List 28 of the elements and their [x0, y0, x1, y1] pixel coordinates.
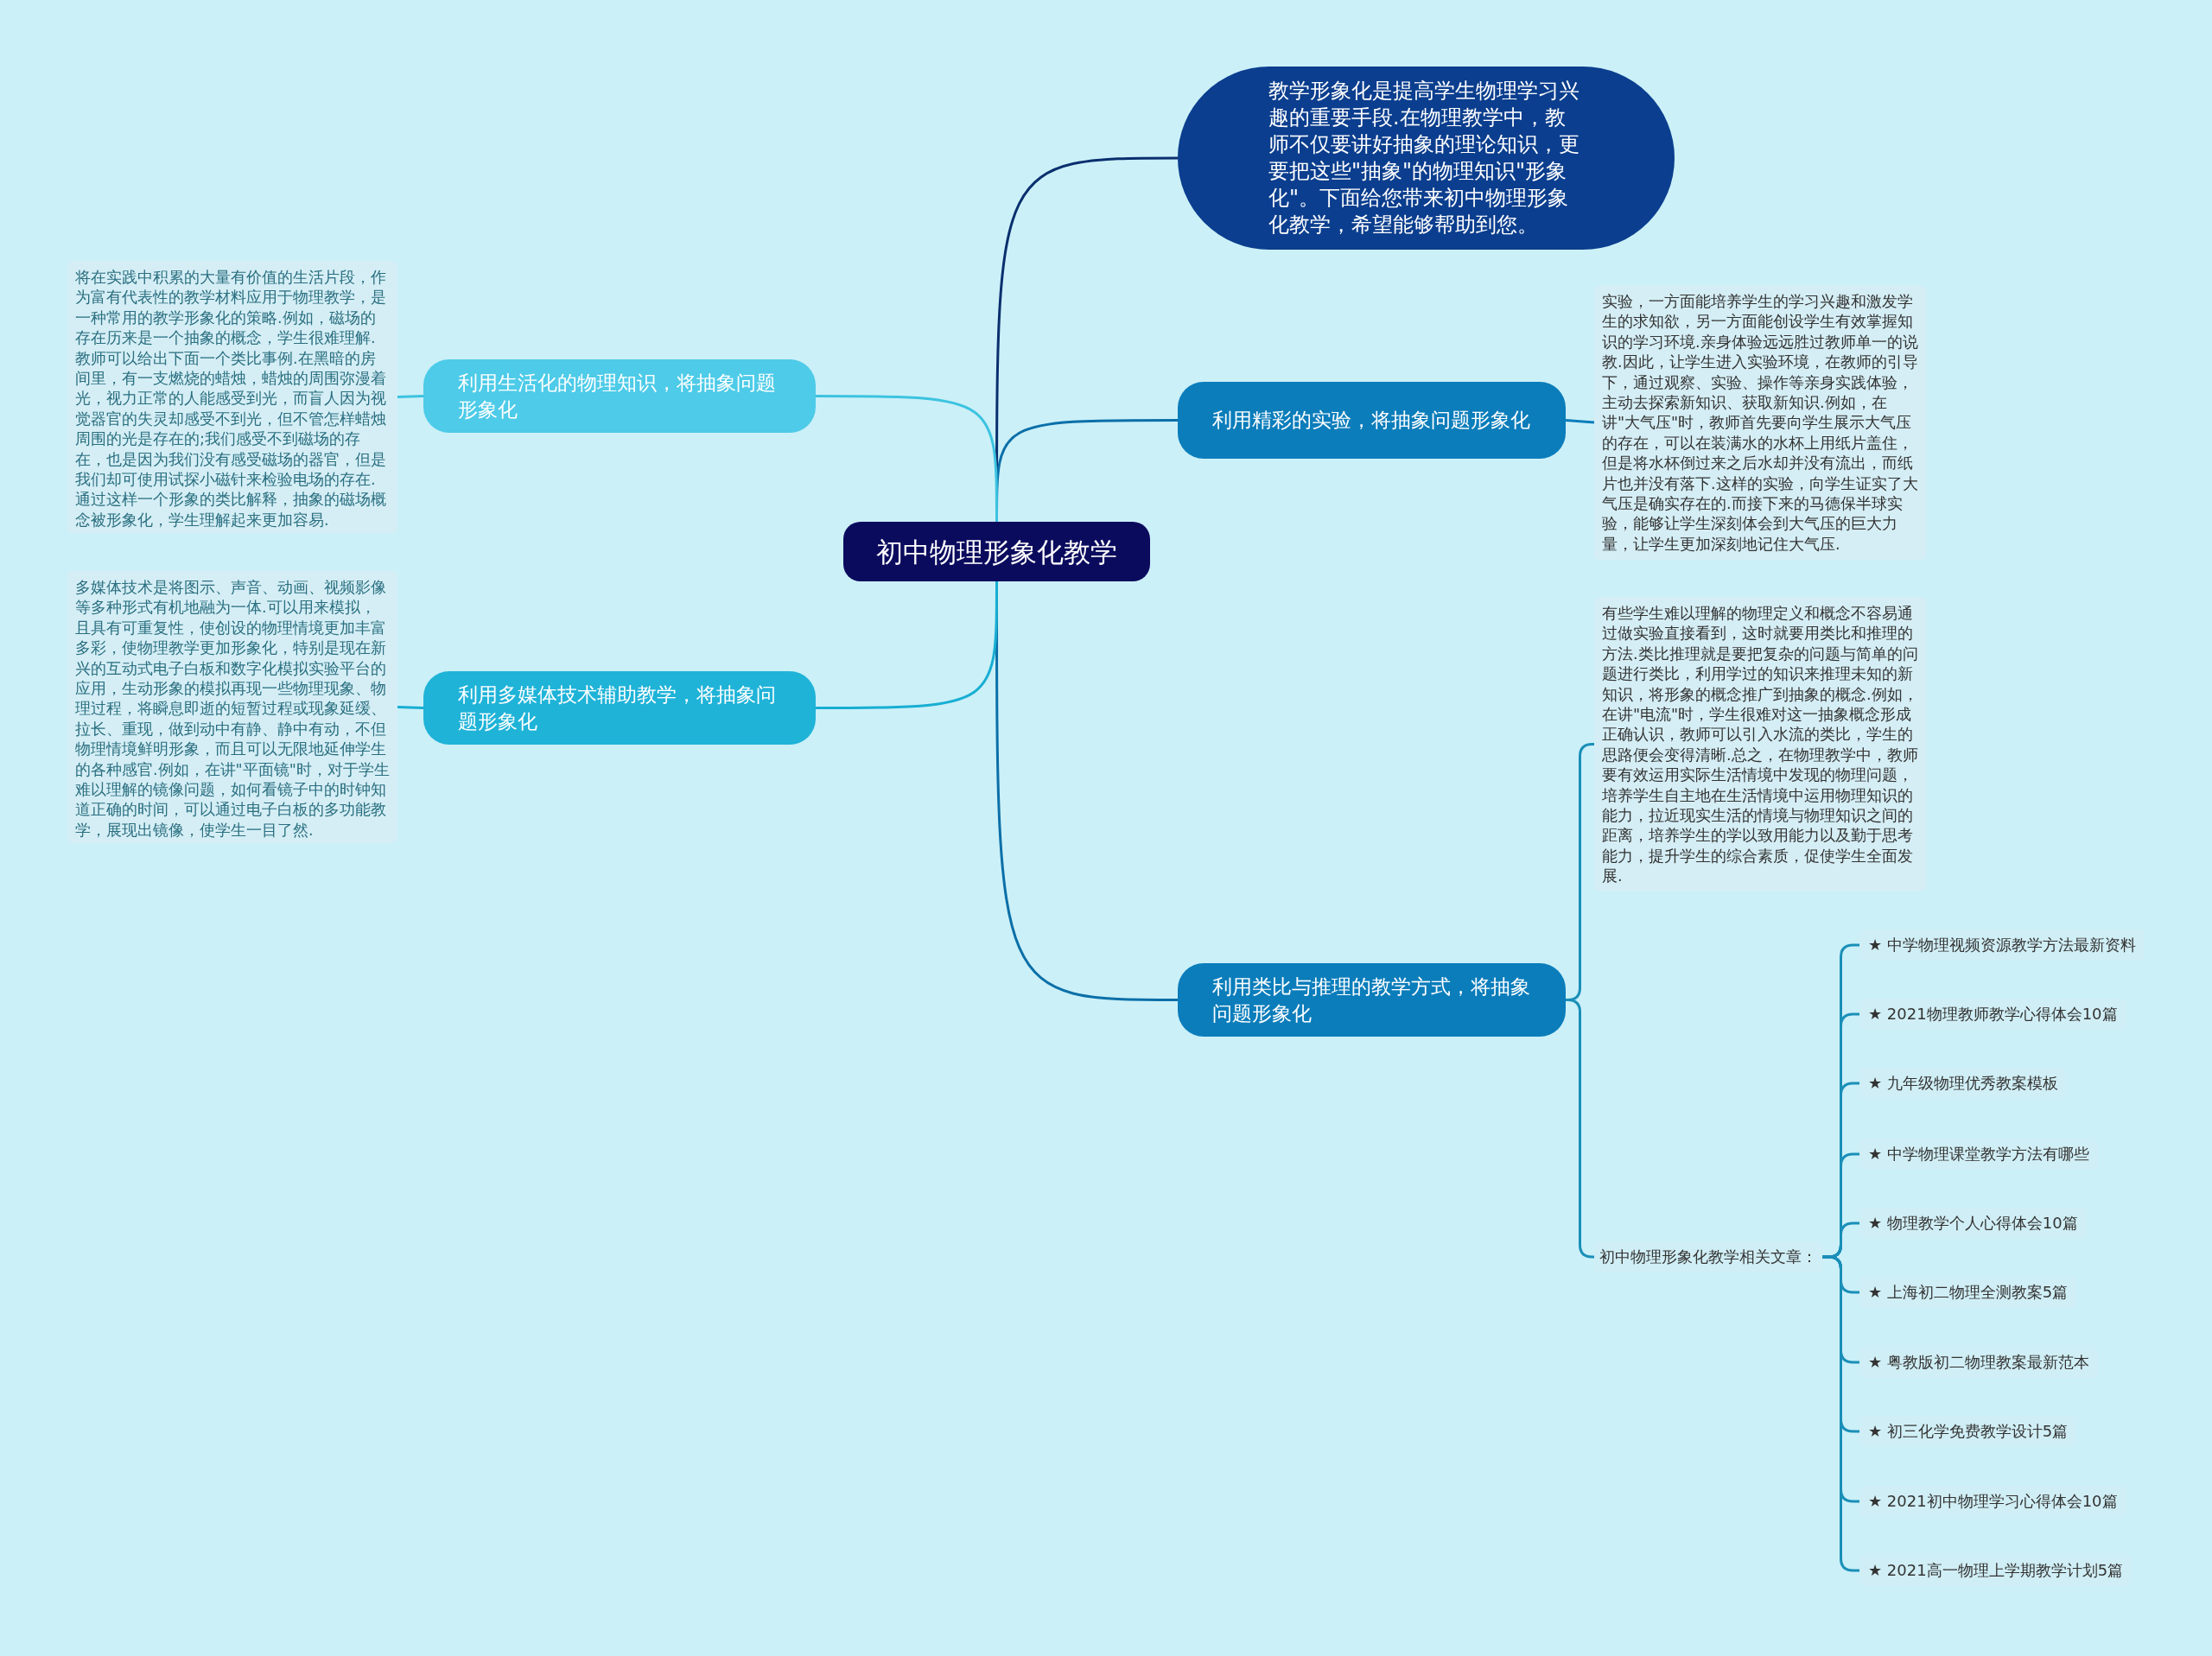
list-item: ★ 2021初中物理学习心得体会10篇: [1859, 1486, 2126, 1517]
list-item: ★ 粤教版初二物理教案最新范本: [1859, 1347, 2098, 1378]
list-item: ★ 上海初二物理全测教案5篇: [1859, 1277, 2077, 1308]
list-item: ★ 九年级物理优秀教案模板: [1859, 1068, 2067, 1099]
list-item: ★ 中学物理课堂教学方法有哪些: [1859, 1139, 2098, 1170]
intro-bubble: 教学形象化是提高学生物理学习兴趣的重要手段.在物理教学中，教师不仅要讲好抽象的理论知识，更要把这些"抽象"的物理知识"形象化"。下面给您带来初中物理形象化教学，希望能够帮助到您。: [1178, 67, 1675, 250]
connector: [816, 581, 998, 709]
connector: [397, 706, 424, 709]
branch-topic: 利用生活化的物理知识，将抽象问题形象化: [423, 359, 816, 433]
list-heading: 初中物理形象化教学相关文章：: [1594, 1241, 1822, 1272]
list-item: ★ 初三化学免费教学设计5篇: [1859, 1416, 2077, 1447]
list-item: ★ 2021物理教师教学心得体会10篇: [1859, 999, 2126, 1030]
note-card: 有些学生难以理解的物理定义和概念不容易通过做实验直接看到，这时就要用类比和推理的方法.类比推理就是要把复杂的问题与简单的问题进行类比，利用学过的知识来推理未知的新知识，将形象的概念推广到抽象的概念.例如，在讲"电流"时，学生很难对这一抽象概念形成正确认识，教师可以引入水流的类比，学生的思路便会变得清晰.总之，在物理教学中，教师要有效运用实际生活情境中发现的物理问题，培养学生自主地在生活情境中运用物理知识的能力，拉近现实生活的情境与物理知识之间的距离，培养学生的学以致用能力以及勤于思考能力，提升学生的综合素质，促使学生全面发展.: [1594, 597, 1926, 891]
connector: [1566, 999, 1594, 1259]
note-card: 将在实践中积累的大量有价值的生活片段，作为富有代表性的教学材料应用于物理教学，是一种常用的教学形象化的策略.例如，磁场的存在历来是一个抽象的概念，学生很难理解.教师可以给出下面一个类比事例.在黑暗的房间里，有一支燃烧的蜡烛，蜡烛的周围弥漫着光，视力正常的人能感受到光，而盲人因为视觉器官的失灵却感受不到光，但不管怎样蜡烛周围的光是存在的;我们感受不到磁场的存在，也是因为我们没有感受磁场的器官，但是我们却可使用试探小磁针来检验电场的存在.通过这样一个形象的类比解释，抽象的磁场概念被形象化，学生理解起来更加容易.: [67, 261, 397, 533]
branch-topic: 利用精彩的实验，将抽象问题形象化: [1178, 382, 1566, 459]
connector: [1822, 1255, 1859, 1572]
list-item: ★ 物理教学个人心得体会10篇: [1859, 1208, 2087, 1239]
branch-topic: 利用类比与推理的教学方式，将抽象问题形象化: [1178, 963, 1566, 1037]
note-card: 实验，一方面能培养学生的学习兴趣和激发学生的求知欲，另一方面能创设学生有效掌握知识的学习环境.亲身体验远远胜过教师单一的说教.因此，让学生进入实验环境，在教师的引导下，通过观察、实验、操作等亲身实践体验，主动去探索新知识、获取新知识.例如，在讲"大气压"时，教师首先要向学生展示大气压的存在，可以在装满水的水杯上用纸片盖住，但是将水杯倒过来之后水却并没有流出，而纸片也并没有落下.这样的实验，向学生证实了大气压是确实存在的.而接下来的马德保半球实验，能够让学生深刻体会到大气压的巨大力量，让学生更加深刻地记住大气压.: [1594, 285, 1926, 560]
note-card: 多媒体技术是将图示、声音、动画、视频影像等多种形式有机地融为一体.可以用来模拟，且具有可重复性，使创设的物理情境更加丰富多彩，使物理教学更加形象化，特别是现在新兴的互动式电子白板和数字化模拟实验平台的应用，生动形象的模拟再现一些物理现象、物理过程，将瞬息即逝的短暂过程或现象延缓、拉长、重现，做到动中有静、静中有动，不但物理情境鲜明形象，而且可以无限地延伸学生的各种感官.例如，在讲"平面镜"时，对于学生难以理解的镜像问题，如何看镜子中的时钟知道正确的时间，可以通过电子白板的多功能教学，展现出镜像，使学生一目了然.: [67, 571, 397, 843]
branch-topic: 利用多媒体技术辅助教学，将抽象问题形象化: [423, 671, 816, 745]
connector: [397, 395, 424, 398]
central-topic: 初中物理形象化教学: [843, 522, 1150, 581]
list-item: ★ 2021高一物理上学期教学计划5篇: [1859, 1555, 2133, 1586]
list-item: ★ 中学物理视频资源教学方法最新资料: [1859, 930, 2145, 961]
connector: [1565, 419, 1595, 424]
connector: [816, 395, 998, 522]
